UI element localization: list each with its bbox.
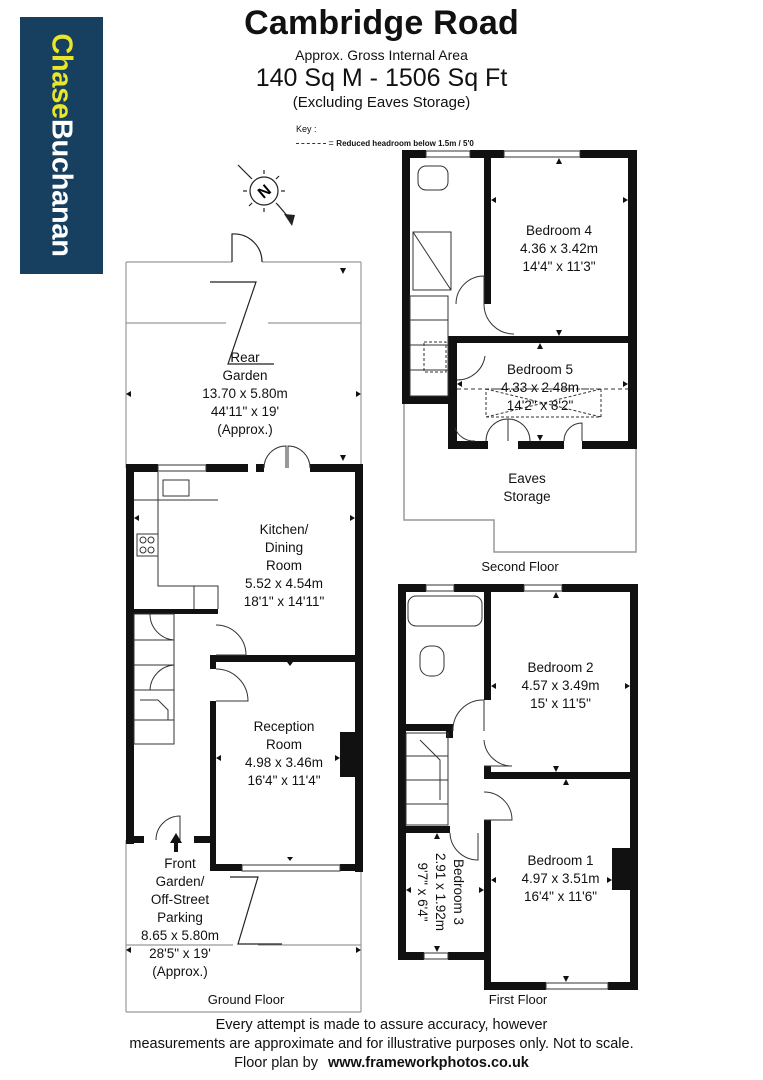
- key-title: Key :: [296, 124, 317, 134]
- front-garden-name4: Parking: [157, 910, 203, 925]
- key-legend: Key : = Reduced headroom below 1.5m / 5'…: [296, 124, 474, 148]
- first-floor-label: First Floor: [488, 992, 548, 1007]
- front-garden-name2: Garden/: [155, 874, 205, 889]
- reception-name1: Reception: [253, 719, 315, 734]
- bedroom2-label: Bedroom 2 4.57 x 3.49m 15' x 11'5": [491, 659, 630, 713]
- rear-garden-label: Rear Garden 13.70 x 5.80m 44'11" x 19' (…: [170, 349, 320, 439]
- first-floor-plan: [398, 584, 638, 990]
- front-garden-note: (Approx.): [152, 964, 208, 979]
- reception-label: Reception Room 4.98 x 3.46m 16'4" x 11'4…: [214, 718, 354, 790]
- bedroom4-imperial: 14'4" x 11'3": [522, 259, 596, 274]
- bedroom1-name: Bedroom 1: [527, 853, 594, 868]
- front-garden-imperial: 28'5" x 19': [149, 946, 211, 961]
- kitchen-metric: 5.52 x 4.54m: [244, 576, 324, 591]
- disclaimer-line1: Every attempt is made to assure accuracy…: [215, 1017, 548, 1033]
- bedroom3-name: Bedroom 3: [451, 858, 466, 926]
- second-floor-label: Second Floor: [481, 559, 559, 574]
- bedroom5-label: Bedroom 5 4.33 x 2.48m 14'2" x 8'2": [470, 361, 610, 415]
- bedroom2-imperial: 15' x 11'5": [530, 696, 591, 711]
- reception-metric: 4.98 x 3.46m: [244, 755, 324, 770]
- front-garden-name3: Off-Street: [150, 892, 210, 907]
- bedroom2-name: Bedroom 2: [527, 660, 594, 675]
- kitchen-name1: Kitchen/: [259, 522, 309, 537]
- bedroom3-label: Bedroom 3 2.91 x 1.92m 9'7" x 6'4": [413, 837, 467, 947]
- ground-floor-plan: [125, 233, 363, 1013]
- plan-title: Cambridge Road: [244, 4, 519, 42]
- disclaimer-line2: measurements are approximate and for ill…: [129, 1036, 634, 1052]
- bedroom2-metric: 4.57 x 3.49m: [521, 678, 600, 693]
- front-garden-metric: 8.65 x 5.80m: [140, 928, 220, 943]
- rear-garden-imperial: 44'11" x 19': [210, 404, 280, 419]
- bedroom3-metric: 2.91 x 1.92m: [433, 852, 448, 932]
- chase-buchanan-logo: ChaseBuchanan: [20, 17, 103, 274]
- kitchen-name2: Dining: [264, 540, 304, 555]
- area-note: (Excluding Eaves Storage): [292, 94, 471, 111]
- area-value: 140 Sq M - 1506 Sq Ft: [255, 64, 508, 92]
- area-label: Approx. Gross Internal Area: [295, 47, 468, 63]
- bedroom4-label: Bedroom 4 4.36 x 3.42m 14'4" x 11'3": [490, 222, 628, 276]
- bedroom1-label: Bedroom 1 4.97 x 3.51m 16'4" x 11'6": [491, 852, 630, 906]
- kitchen-imperial: 18'1" x 14'11": [243, 594, 325, 609]
- ground-floor-label: Ground Floor: [207, 992, 285, 1007]
- kitchen-label: Kitchen/ Dining Room 5.52 x 4.54m 18'1" …: [214, 521, 354, 611]
- second-floor-plan: [402, 150, 637, 553]
- rear-garden-name1: Rear: [230, 350, 260, 365]
- rear-garden-metric: 13.70 x 5.80m: [202, 386, 288, 401]
- bedroom5-imperial: 14'2" x 8'2": [506, 398, 574, 413]
- key-dash-symbol: [296, 143, 326, 145]
- rear-garden-note: (Approx.): [217, 422, 273, 437]
- credit-label: Floor plan by: [234, 1055, 318, 1071]
- eaves-name2: Storage: [503, 489, 551, 504]
- eaves-name1: Eaves: [508, 471, 546, 486]
- reception-name2: Room: [265, 737, 302, 752]
- eaves-storage-label: Eaves Storage: [470, 470, 584, 506]
- front-garden-name1: Front: [164, 856, 196, 871]
- key-item: Reduced headroom below 1.5m / 5'0: [336, 139, 474, 148]
- reception-imperial: 16'4" x 11'4": [247, 773, 321, 788]
- kitchen-name3: Room: [265, 558, 302, 573]
- bedroom5-name: Bedroom 5: [506, 362, 574, 377]
- compass-icon: N: [237, 164, 295, 226]
- bedroom4-name: Bedroom 4: [525, 223, 593, 238]
- bedroom4-metric: 4.36 x 3.42m: [519, 241, 599, 256]
- rear-garden-name2: Garden: [222, 368, 268, 383]
- bedroom5-metric: 4.33 x 2.48m: [500, 380, 580, 395]
- bedroom1-metric: 4.97 x 3.51m: [521, 871, 600, 886]
- bedroom1-imperial: 16'4" x 11'6": [523, 889, 598, 904]
- bedroom3-imperial: 9'7" x 6'4": [415, 862, 430, 922]
- front-garden-label: Front Garden/ Off-Street Parking 8.65 x …: [110, 855, 250, 981]
- credit-site-link[interactable]: www.frameworkphotos.co.uk: [327, 1055, 529, 1071]
- credit-line: Floor plan by www.frameworkphotos.co.uk: [0, 1054, 763, 1073]
